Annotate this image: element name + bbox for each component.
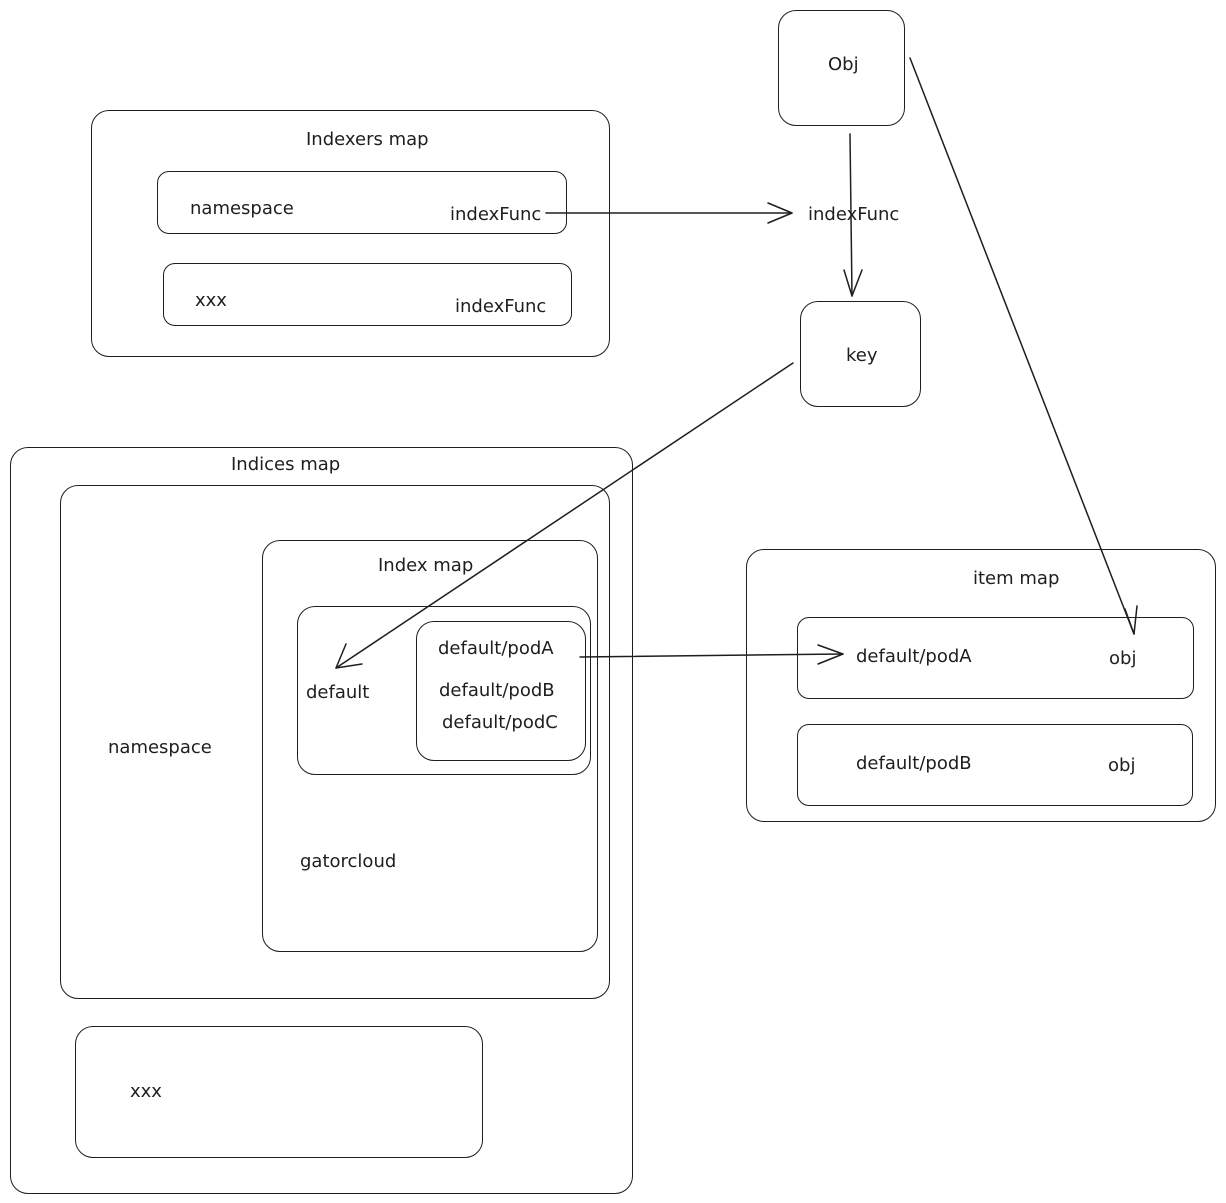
indices-map-title: Indices map [231, 454, 341, 475]
item-row-value: obj [1108, 755, 1136, 776]
default-label: default [306, 682, 370, 703]
item-row [797, 724, 1193, 806]
indexers-row-key: xxx [195, 290, 227, 311]
arrow-obj-to-key [843, 133, 863, 297]
indexers-row-value: indexFunc [455, 296, 547, 317]
indexers-map [91, 110, 610, 357]
item-row-key: default/podB [856, 753, 972, 774]
obj-node [778, 10, 905, 126]
indexers-row-value: indexFunc [450, 204, 542, 225]
indexers-row-key: namespace [190, 198, 294, 219]
pod-set-item: default/podC [442, 712, 558, 733]
key-node [800, 301, 921, 407]
index-func-label: indexFunc [806, 204, 902, 225]
pod-set-item: default/podB [439, 680, 555, 701]
arrow-poda-to-item-poda [579, 644, 844, 665]
indices-map [10, 447, 633, 1194]
indexers-row [163, 263, 572, 326]
item-map [746, 549, 1216, 822]
default-entry [297, 606, 591, 775]
item-map-title: item map [973, 568, 1060, 589]
pod-set-item: default/podA [438, 638, 554, 659]
namespace-label: namespace [108, 737, 212, 758]
arrow-obj-to-item-obj [909, 57, 1138, 635]
indexers-map-title: Indexers map [306, 129, 429, 150]
key-node-label: key [846, 345, 878, 366]
gatorcloud-label: gatorcloud [300, 851, 397, 872]
namespace-entry [60, 485, 610, 999]
indexers-row [157, 171, 567, 234]
arrow-indexfunc-to-indexfunc [545, 202, 793, 224]
item-row-value: obj [1109, 648, 1137, 669]
xxx-entry [75, 1026, 483, 1158]
index-map-title: Index map [378, 555, 474, 576]
default-pod-set [416, 621, 586, 761]
item-row-key: default/podA [856, 646, 972, 667]
obj-node-label: Obj [828, 54, 859, 75]
arrow-key-to-default [335, 362, 794, 669]
index-map [262, 540, 598, 952]
xxx-label: xxx [130, 1081, 162, 1102]
item-row [797, 617, 1194, 699]
